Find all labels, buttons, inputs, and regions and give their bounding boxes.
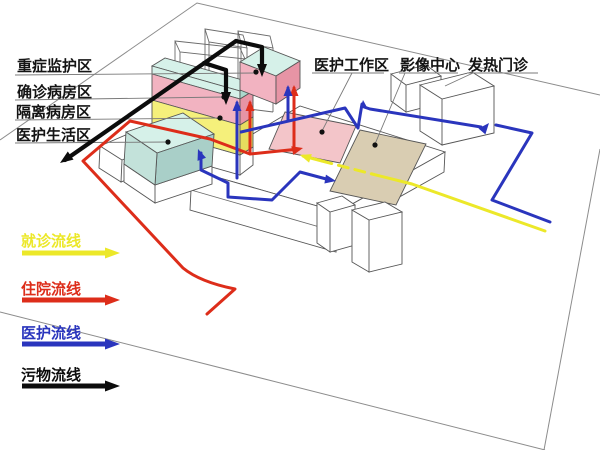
icu-building	[239, 46, 301, 105]
label-imaging-center: 影像中心	[400, 56, 460, 74]
legend-outpatient-arrowhead	[105, 247, 120, 259]
fever-clinic-buildings	[389, 64, 496, 146]
dot-staff-work	[319, 129, 325, 135]
label-isolation-ward-zone: 隔离病房区	[16, 103, 91, 121]
label-staff-living-zone: 医护生活区	[16, 126, 91, 144]
staff-flow-lower-trunk	[199, 151, 332, 202]
inpatient-arrowhead-wards	[245, 100, 255, 111]
outpatient-flow-line	[300, 154, 547, 233]
dot-staff-living	[165, 139, 171, 145]
staff-flow-upper-trunk	[239, 102, 364, 134]
pointer-isolation	[14, 117, 221, 121]
annex-cubes	[315, 195, 404, 273]
staff-flow-clinic-wrap	[490, 123, 552, 224]
waste-branch-icu	[233, 38, 265, 73]
waste-arrowhead-icu	[257, 64, 267, 77]
ground-plane-right-edge	[543, 148, 600, 450]
staff-living-building	[98, 112, 216, 204]
waste-flow-main	[62, 38, 239, 163]
ground-plane-bottom-edge	[0, 311, 546, 450]
inpatient-flow-main	[81, 119, 301, 316]
legend-waste-arrowhead	[105, 380, 120, 392]
legend-staff-arrowhead	[105, 338, 120, 350]
imaging-center-area	[329, 129, 427, 206]
waste-arrowhead-wards	[221, 92, 231, 105]
label-pointers	[14, 69, 538, 148]
label-confirmed-ward-zone: 确诊病房区	[17, 83, 92, 101]
staff-arrowhead-icu	[283, 85, 293, 96]
legend-outpatient-label: 就诊流线	[21, 232, 81, 250]
pointer-confirmed	[14, 96, 225, 101]
pointer-staff-work	[312, 72, 384, 132]
staff-arrowhead-imaging	[324, 174, 336, 184]
staff-arrowhead-wards	[232, 100, 242, 111]
annex-cube-left	[315, 195, 357, 253]
dot-imaging	[372, 142, 378, 148]
legend-inpatient-arrowhead	[105, 294, 120, 306]
outpatient-arrowhead	[300, 154, 312, 163]
dot-icu	[253, 69, 259, 75]
staff-arrowhead-living	[197, 149, 206, 161]
waste-flow-line	[60, 38, 267, 163]
flow-legend: 就诊流线 住院流线 医护流线 污物流线	[21, 232, 120, 392]
label-staff-work-zone: 医护工作区	[314, 56, 389, 74]
inpatient-arrowhead-icu	[289, 85, 299, 96]
pointer-icu	[14, 72, 256, 76]
staff-living-side-face	[123, 131, 158, 186]
waste-branch-wards	[201, 60, 229, 101]
fever-clinic-main-box	[418, 71, 496, 146]
slab-step-line	[190, 189, 338, 233]
pointer-fever	[444, 72, 538, 87]
waste-arrowhead-exit	[60, 151, 74, 163]
pointer-imaging	[374, 72, 458, 145]
annex-cube-right	[350, 201, 404, 273]
inpatient-flow-line	[81, 85, 303, 316]
outpatient-flow-seg3	[370, 172, 547, 233]
staff-flow-line	[197, 85, 552, 224]
zone-labels: 重症监护区 确诊病房区 隔离病房区 医护生活区 医护工作区 影像中心 发热门诊	[16, 56, 529, 144]
staff-arrowhead-clinic	[478, 123, 489, 135]
outpatient-flow-seg2	[320, 159, 374, 176]
ground-plane-top-edge	[0, 2, 600, 141]
label-icu-zone: 重症监护区	[17, 57, 92, 75]
dot-isolation	[217, 115, 223, 121]
wireframe-box-left	[204, 28, 248, 105]
label-fever-clinic: 发热门诊	[467, 56, 529, 74]
legend-waste-label: 污物流线	[21, 366, 81, 384]
legend-staff-label: 医护流线	[21, 324, 81, 342]
legend-inpatient-label: 住院流线	[21, 280, 81, 298]
icu-side-face	[275, 60, 301, 105]
inpatient-arrowhead-entry	[291, 146, 303, 156]
staff-arrowhead-slab	[360, 100, 368, 109]
